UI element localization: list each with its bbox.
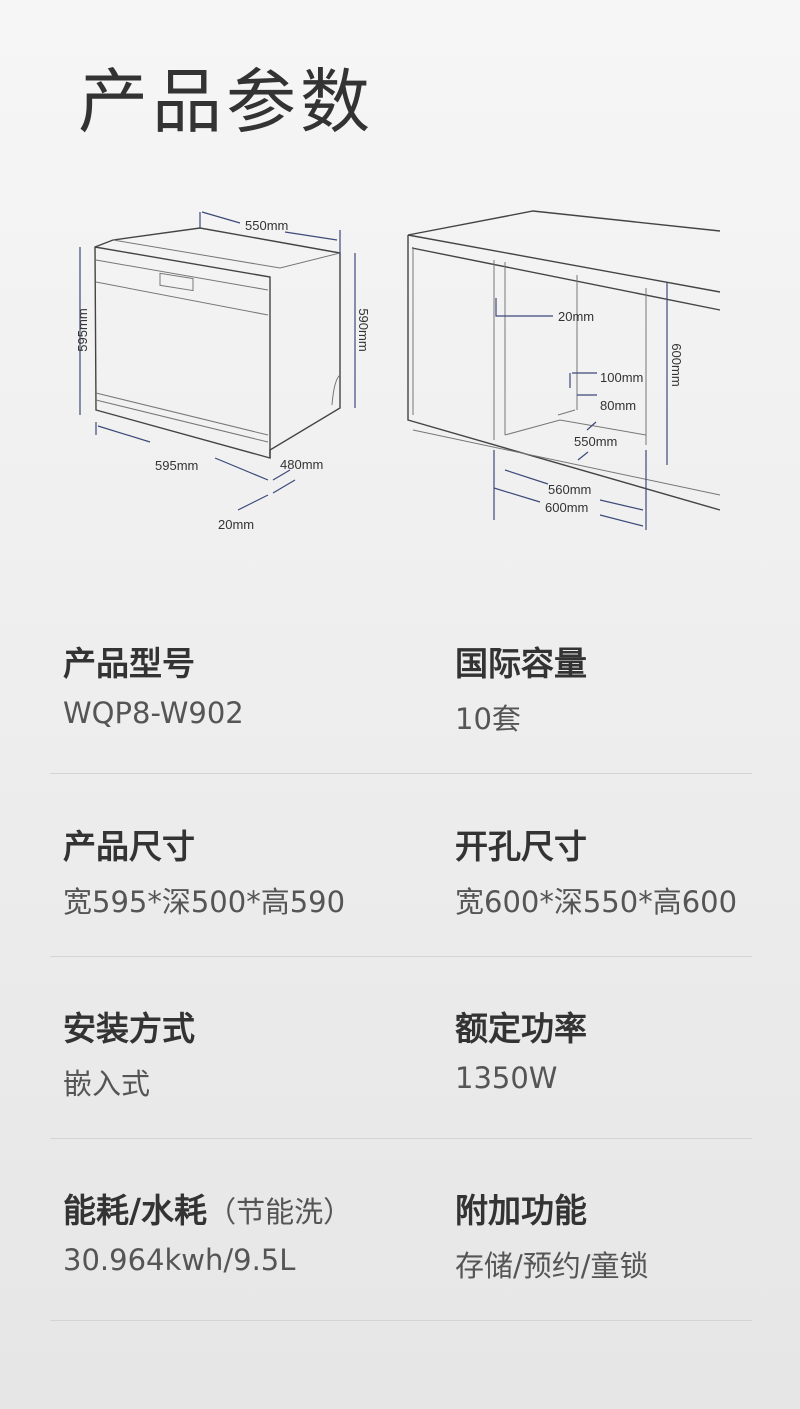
spec-label: 开孔尺寸 [455, 827, 587, 866]
cabinet-dimensions: 20mm 100mm 80mm 550mm 560mm 600mm 600mm [493, 282, 684, 530]
spec-row: 安装方式嵌入式 额定功率 1350W [50, 955, 752, 1139]
spec-value: 宽600*深550*高600 [455, 885, 738, 919]
dim-depth: 480mm [280, 457, 323, 472]
spec-value: 存储/预约/童锁 [455, 1249, 649, 1283]
spec-value: 10套 [455, 702, 521, 736]
dim-pipe-height: 100mm [600, 370, 643, 385]
dim-cabinet-depth: 550mm [574, 434, 617, 449]
dim-left-height: 595mm [75, 308, 90, 351]
spec-value: 30.964kwh/9.5L [63, 1243, 296, 1277]
spec-row: 产品型号 WQP8-W902 国际容量 10套 [50, 590, 752, 774]
dimension-diagram: 550mm 595mm 590mm 595mm 480mm 20mm 20mm … [75, 210, 721, 532]
spec-label-text: 能耗/水耗 [63, 1191, 208, 1230]
spec-value: 1350W [455, 1061, 558, 1095]
spec-label: 国际容量 [455, 644, 587, 683]
dim-pipe-width: 80mm [600, 398, 636, 413]
spec-label: 额定功率 [455, 1009, 587, 1048]
spec-label: 能耗/水耗（节能洗） [63, 1184, 352, 1232]
page-title: 产品参数 [78, 61, 374, 143]
spec-value: 嵌入式 [63, 1067, 151, 1101]
spec-label-note: （节能洗） [207, 1195, 353, 1229]
spec-label: 安装方式 [63, 1009, 195, 1048]
dim-width: 595mm [155, 458, 198, 473]
spec-value: 宽595*深500*高590 [63, 885, 346, 919]
dim-outer-width: 600mm [545, 500, 588, 515]
spec-label: 附加功能 [455, 1191, 587, 1230]
dim-gap: 20mm [558, 309, 594, 324]
spec-label: 产品型号 [63, 644, 195, 683]
dishwasher-dimensions: 550mm 595mm 590mm 595mm 480mm 20mm [75, 211, 371, 532]
dim-top-depth: 550mm [245, 218, 288, 233]
dim-door: 20mm [218, 517, 254, 532]
dishwasher-drawing [94, 227, 341, 459]
cabinet-drawing [407, 210, 721, 511]
spec-row: 能耗/水耗（节能洗） 30.964kwh/9.5L 附加功能存储/预约/童锁 [50, 1137, 752, 1321]
dim-cabinet-height: 600mm [669, 343, 684, 386]
spec-label: 产品尺寸 [63, 827, 195, 866]
spec-value: WQP8-W902 [63, 696, 244, 730]
spec-row: 产品尺寸宽595*深500*高590 开孔尺寸宽600*深550*高600 [50, 773, 752, 957]
dim-right-height: 590mm [356, 308, 371, 351]
dim-inner-width: 560mm [548, 482, 591, 497]
